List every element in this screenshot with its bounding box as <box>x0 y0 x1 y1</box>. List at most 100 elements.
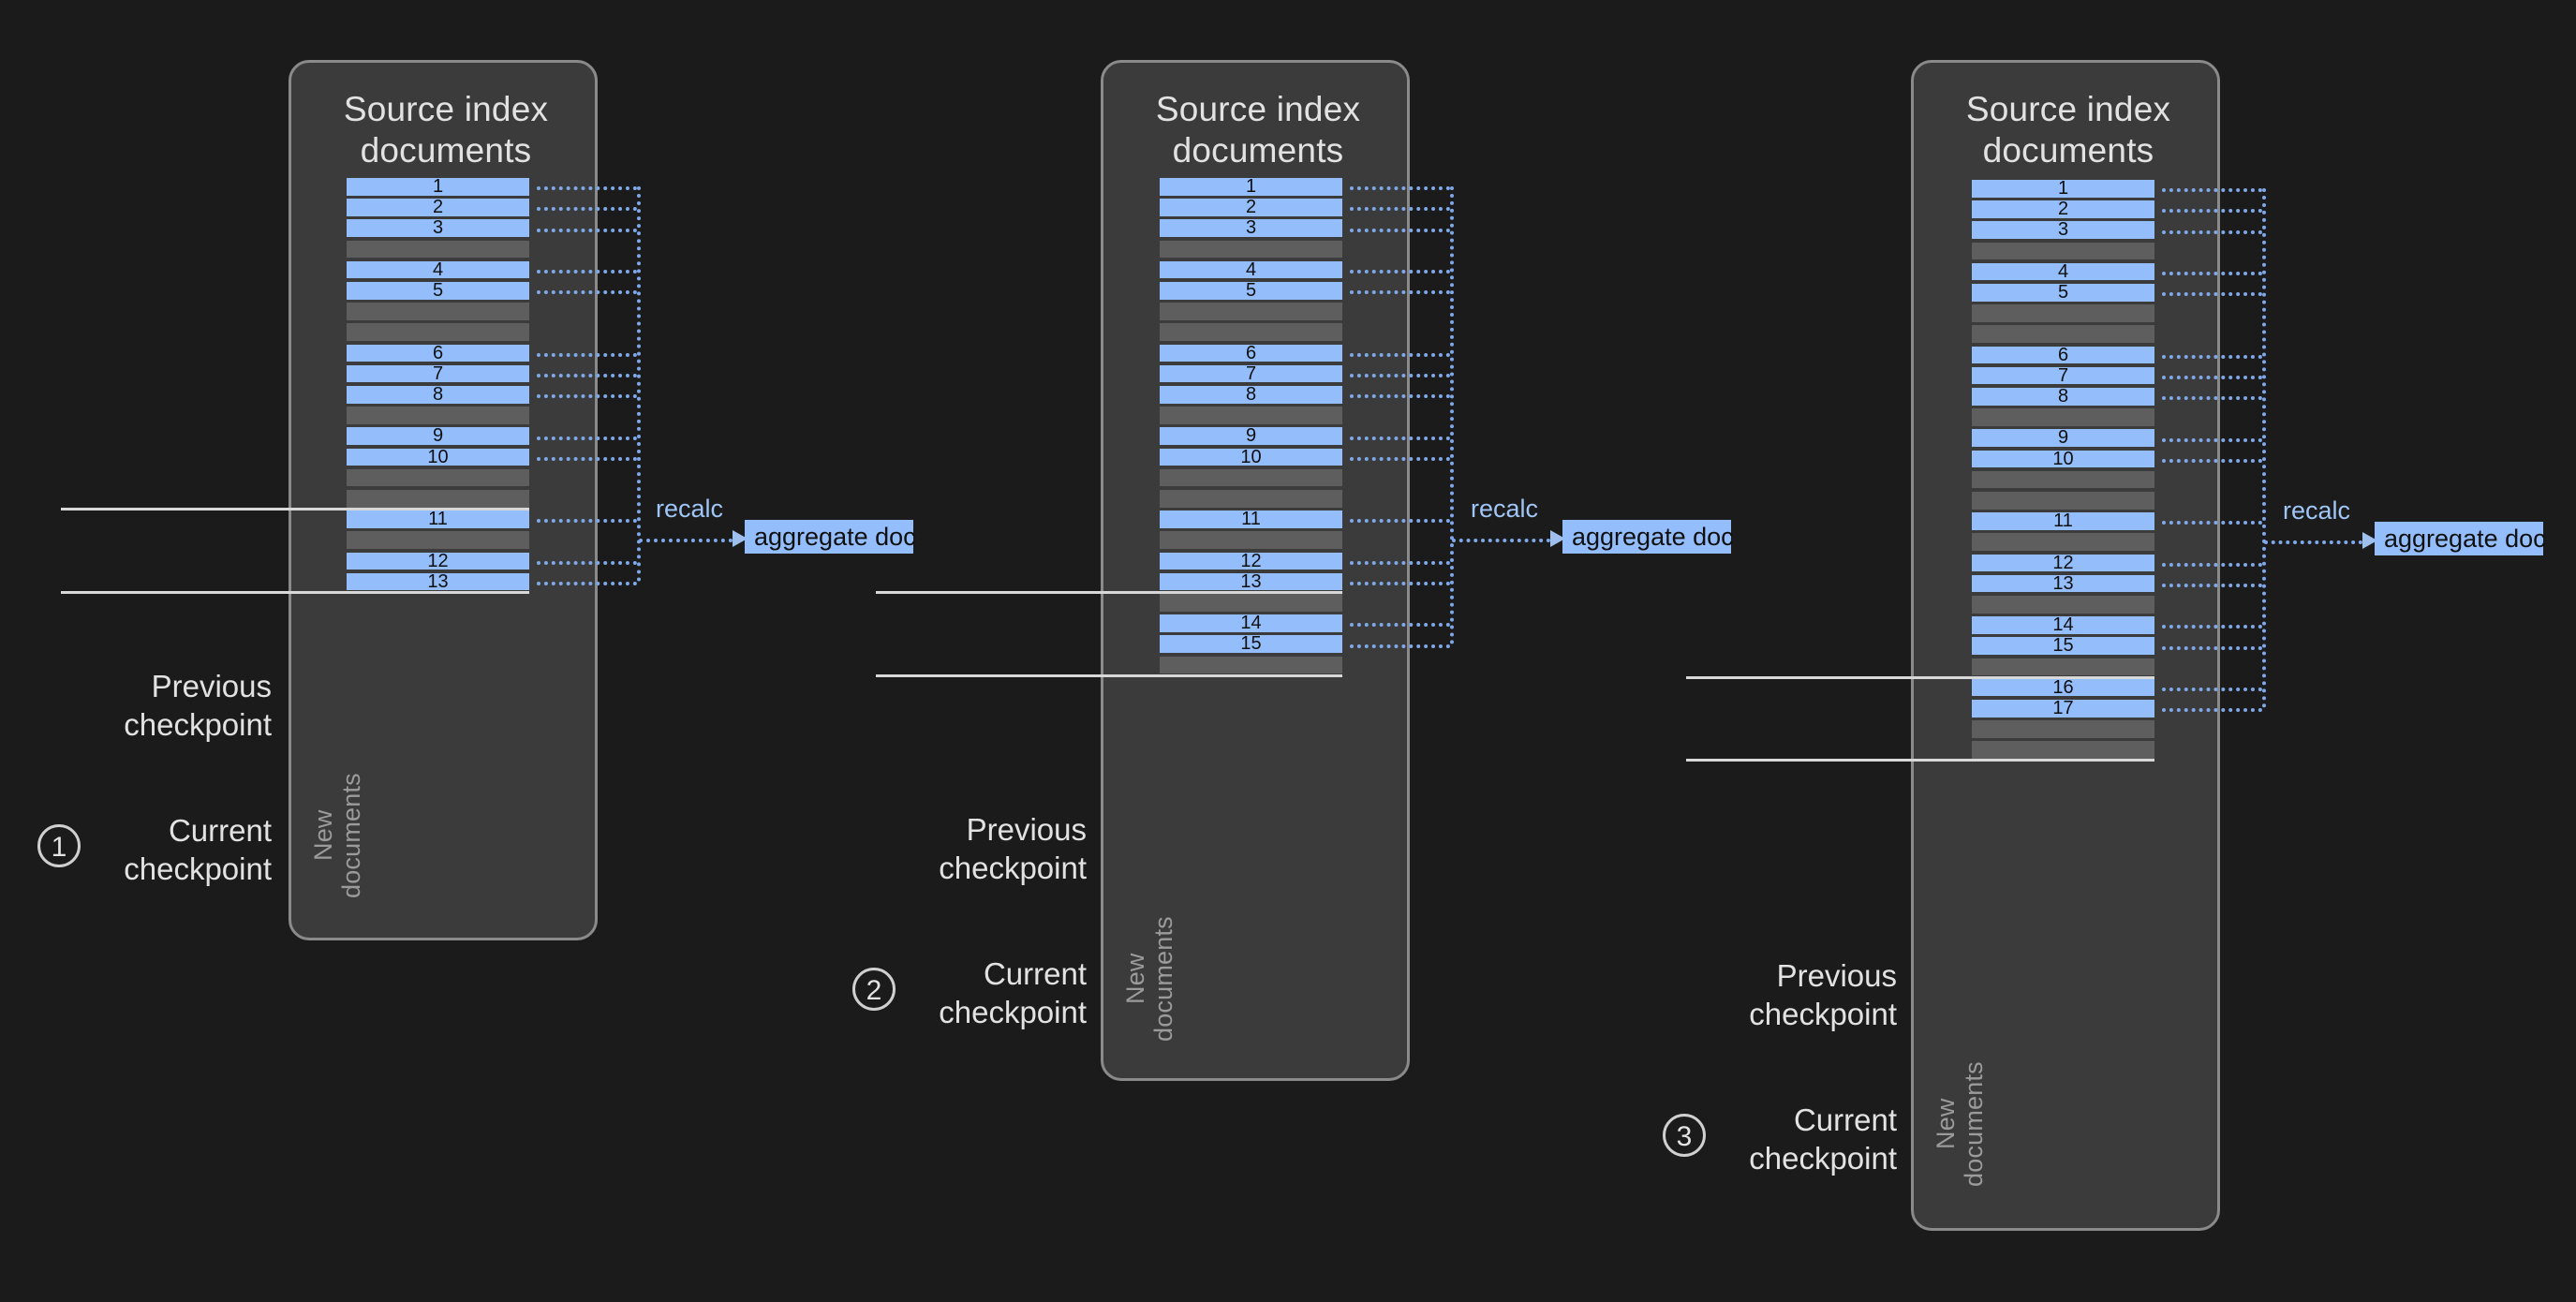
document-row: 10 <box>347 448 529 466</box>
panel-title: Source index documents <box>343 90 549 170</box>
empty-slot-row <box>1160 656 1342 674</box>
current-checkpoint-label: Current checkpoint <box>124 813 272 886</box>
doc-connector-line <box>2162 209 2262 214</box>
document-row: 14 <box>1160 614 1342 632</box>
empty-slot-row <box>1160 468 1342 487</box>
doc-connector-line <box>537 186 637 191</box>
document-row: 2 <box>1160 198 1342 216</box>
empty-slot-row <box>1160 240 1342 259</box>
empty-slot-row <box>347 323 529 341</box>
step-number-badge-2: 2 <box>852 968 896 1011</box>
doc-connector-line <box>2162 396 2262 401</box>
doc-connector-line <box>2162 688 2262 692</box>
document-row: 11 <box>1160 510 1342 528</box>
recalc-arrow-head <box>733 530 748 547</box>
aggregate-doc-box: aggregate doc <box>1562 520 1734 554</box>
document-row: 11 <box>1972 511 2154 530</box>
empty-slot-row <box>1972 720 2154 738</box>
document-row: 8 <box>1972 387 2154 406</box>
document-row: 4 <box>1972 262 2154 281</box>
document-row: 5 <box>1160 281 1342 300</box>
document-row: 9 <box>347 427 529 445</box>
doc-connector-line <box>2162 272 2262 276</box>
doc-connector-line <box>2162 188 2262 193</box>
document-row: 3 <box>1160 219 1342 237</box>
new-documents-label: New documents <box>1121 916 1177 1042</box>
empty-slot-row <box>1972 470 2154 489</box>
document-row: 8 <box>347 385 529 404</box>
document-row: 1 <box>347 177 529 196</box>
previous-checkpoint-label: Previous checkpoint <box>124 669 272 742</box>
document-row: 6 <box>347 344 529 362</box>
doc-connector-line <box>2162 645 2262 650</box>
document-row: 4 <box>1160 260 1342 279</box>
doc-connector-line <box>537 374 637 378</box>
new-documents-label: New documents <box>1932 1061 1988 1187</box>
recalc-arrow-head <box>2362 532 2377 549</box>
recalc-arrow-line <box>1452 539 1550 542</box>
current-checkpoint-rule <box>61 590 529 594</box>
document-row: 6 <box>1160 344 1342 362</box>
previous-checkpoint-rule <box>876 590 1342 594</box>
doc-connector-line <box>537 270 637 274</box>
doc-connector-line <box>1350 623 1450 628</box>
aggregate-doc-box: aggregate doc <box>745 520 916 554</box>
document-row: 5 <box>1972 283 2154 302</box>
document-row: 4 <box>347 260 529 279</box>
doc-connector-line <box>537 456 637 461</box>
document-row: 8 <box>1160 385 1342 404</box>
document-row: 11 <box>347 510 529 528</box>
doc-connector-line <box>537 228 637 232</box>
document-row: 10 <box>1160 448 1342 466</box>
empty-slot-row <box>1972 741 2154 759</box>
doc-connector-line <box>1350 456 1450 461</box>
doc-connector-line <box>537 560 637 565</box>
doc-connector-line <box>537 436 637 440</box>
doc-connector-line <box>2162 458 2262 463</box>
recalc-label: recalc <box>656 495 724 523</box>
new-documents-label: New documents <box>309 773 365 898</box>
document-row: 3 <box>347 219 529 237</box>
previous-checkpoint-rule <box>1686 675 2154 679</box>
doc-connector-line <box>1350 207 1450 212</box>
document-row: 6 <box>1972 346 2154 363</box>
empty-slot-row <box>347 240 529 259</box>
doc-connector-line <box>2162 625 2262 629</box>
empty-slot-row <box>1160 594 1342 612</box>
doc-connector-line <box>1350 186 1450 191</box>
empty-slot-row <box>1972 658 2154 676</box>
empty-slot-row <box>1160 407 1342 424</box>
doc-connector-line <box>1350 352 1450 357</box>
recalc-arrow-head <box>1550 530 1565 547</box>
doc-connector-line <box>1350 519 1450 524</box>
empty-slot-row <box>1972 325 2154 343</box>
doc-connector-line <box>2162 354 2262 359</box>
empty-slot-row <box>1160 490 1342 508</box>
doc-connector-line <box>537 582 637 586</box>
aggregation-bus-line <box>1450 186 1454 644</box>
previous-checkpoint-label: Previous checkpoint <box>1749 958 1897 1031</box>
current-checkpoint-rule <box>1686 759 2154 762</box>
doc-connector-line <box>2162 229 2262 234</box>
empty-slot-row <box>1160 531 1342 549</box>
doc-connector-line <box>1350 270 1450 274</box>
doc-connector-line <box>537 394 637 399</box>
empty-slot-row <box>347 407 529 424</box>
doc-connector-line <box>537 352 637 357</box>
empty-slot-row <box>1972 492 2154 510</box>
document-row: 16 <box>1972 678 2154 697</box>
document-row: 10 <box>1972 450 2154 467</box>
doc-connector-line <box>2162 376 2262 380</box>
current-checkpoint-label: Current checkpoint <box>1749 1102 1897 1176</box>
doc-connector-line <box>1350 560 1450 565</box>
document-row: 2 <box>1972 200 2154 218</box>
step-number-badge-3: 3 <box>1663 1114 1706 1157</box>
document-row: 12 <box>1972 554 2154 571</box>
doc-connector-line <box>537 519 637 524</box>
step-number-badge-1: 1 <box>37 824 81 867</box>
doc-connector-line <box>1350 290 1450 295</box>
document-row: 3 <box>1972 221 2154 239</box>
doc-connector-line <box>1350 436 1450 440</box>
aggregate-doc-box: aggregate doc <box>2375 522 2546 555</box>
